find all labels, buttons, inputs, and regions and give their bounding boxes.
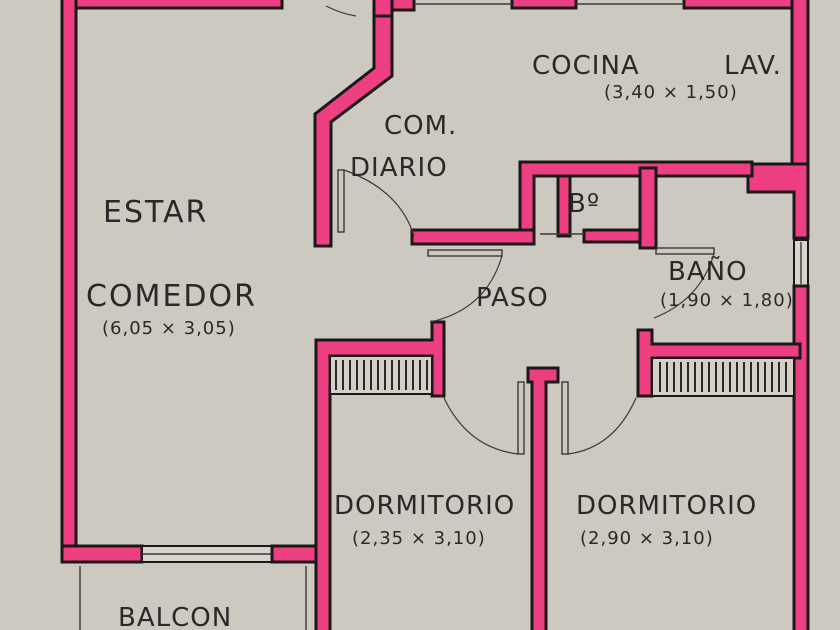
wall-bano-left — [638, 166, 658, 250]
wall-jamb-top — [372, 0, 394, 18]
lav-label: LAV. — [724, 51, 782, 81]
balcon-label: BALCON — [118, 603, 232, 630]
paso-label: PASO — [476, 283, 549, 313]
estar-dims: (6,05 × 3,05) — [102, 318, 236, 339]
wall-comdiario-bottom — [410, 228, 536, 246]
wall-top-kitchen-right — [682, 0, 806, 10]
bano-dims: (1,90 × 1,80) — [660, 290, 794, 311]
wall-top-kitchen-mid — [510, 0, 578, 10]
wall-b-small-bottom — [582, 228, 646, 244]
wall-living-partition — [313, 0, 394, 248]
wall-right-outer — [790, 0, 810, 174]
comedor-label: COMEDOR — [86, 279, 257, 314]
wall-right-lower — [792, 284, 810, 630]
bano-label: BAÑO — [668, 255, 748, 287]
closet-right — [651, 357, 795, 397]
cocina-label: COCINA — [532, 51, 640, 81]
labels: ESTAR COMEDOR (6,05 × 3,05) COM. DIARIO … — [86, 51, 794, 630]
dormitorio-2-dims: (2,90 × 3,10) — [580, 528, 714, 549]
wall-kitchen-lower — [518, 160, 754, 238]
dormitorio-2-label: DORMITORIO — [576, 491, 757, 521]
wall-dorm-divider — [526, 366, 560, 630]
wall-right-corner — [746, 162, 810, 240]
wall-b-small-left — [556, 174, 572, 238]
cocina-dims: (3,40 × 1,50) — [604, 82, 738, 103]
estar-label: ESTAR — [103, 195, 208, 230]
wall-dorm1-top — [314, 320, 446, 630]
b-small-label: Bº — [568, 189, 600, 219]
wall-top-kitchen — [390, 0, 416, 12]
wall-bottom-mid — [270, 544, 322, 564]
walls — [60, 0, 810, 630]
wall-left-outer — [60, 0, 78, 564]
wall-top-left — [60, 0, 284, 10]
wall-dorm2-top — [636, 328, 802, 398]
wall-bottom-left — [60, 544, 144, 564]
doors — [325, 5, 715, 455]
dormitorio-1-label: DORMITORIO — [334, 491, 515, 521]
diario-label: DIARIO — [350, 153, 448, 183]
closet-left — [329, 355, 433, 395]
com-label: COM. — [384, 111, 457, 141]
dormitorio-1-dims: (2,35 × 3,10) — [352, 528, 486, 549]
balcony — [79, 566, 307, 630]
